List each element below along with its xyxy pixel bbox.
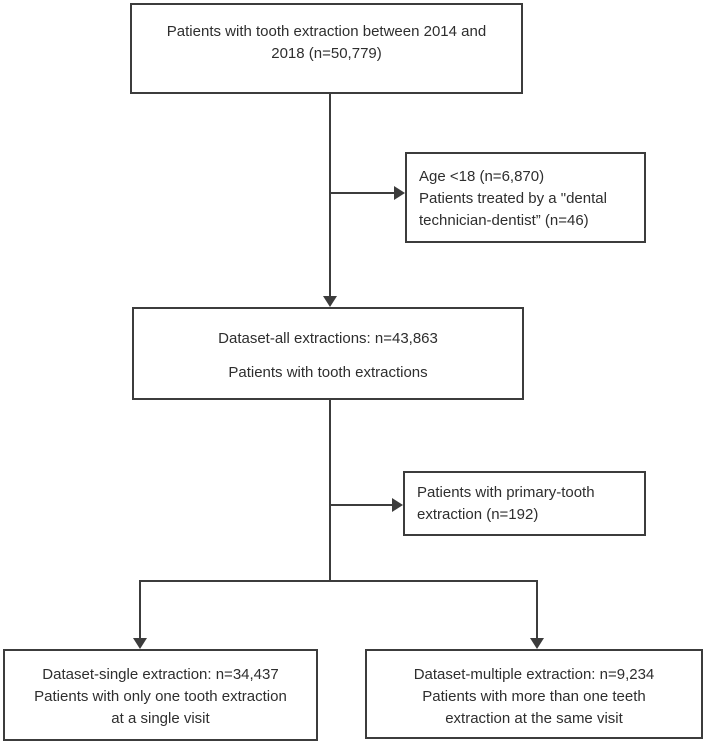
connector-main-bottom <box>329 400 331 582</box>
text-line: Patients treated by a "dental <box>419 190 607 207</box>
node-exclusion-age-technician: Age <18 (n=6,870) Patients treated by a … <box>405 152 646 243</box>
text-line: Age <18 (n=6,870) <box>419 168 545 185</box>
connector-exclusion-2 <box>330 504 393 506</box>
connector-split <box>139 580 538 582</box>
connector-main-top <box>329 94 331 298</box>
text-line: Patients with primary-tooth <box>417 484 595 501</box>
connector-exclusion-1 <box>330 192 395 194</box>
text-line: 2018 (n=50,779) <box>271 45 382 62</box>
text-line: Patients with only one tooth extraction <box>34 688 287 705</box>
connector-split-left <box>139 580 141 639</box>
text-line: Dataset-multiple extraction: n=9,234 <box>413 666 655 683</box>
node-multiple-extraction: Dataset-multiple extraction: n=9,234 Pat… <box>365 649 703 739</box>
text-line: extraction at the same visit <box>445 710 623 727</box>
text-line: Patients with more than one teeth <box>422 688 646 705</box>
text-line: at a single visit <box>111 710 210 727</box>
arrow-right-to-exclusion-2-icon <box>392 498 403 512</box>
arrow-right-to-exclusion-1-icon <box>394 186 405 200</box>
text-line: Dataset-single extraction: n=34,437 <box>42 666 279 683</box>
node-initial-cohort: Patients with tooth extraction between 2… <box>130 3 523 94</box>
arrow-down-to-all-extractions-icon <box>323 296 337 307</box>
text-line: Patients with tooth extraction between 2… <box>166 23 487 40</box>
text-line: Patients with tooth extractions <box>228 364 428 381</box>
node-exclusion-primary-tooth: Patients with primary-tooth extraction (… <box>403 471 646 536</box>
node-all-extractions: Dataset-all extractions: n=43,863 Patien… <box>132 307 524 400</box>
node-single-extraction: Dataset-single extraction: n=34,437 Pati… <box>3 649 318 741</box>
arrow-down-to-multiple-icon <box>530 638 544 649</box>
text-line: extraction (n=192) <box>417 506 539 523</box>
text-line: Dataset-all extractions: n=43,863 <box>218 330 438 347</box>
connector-split-right <box>536 580 538 639</box>
arrow-down-to-single-icon <box>133 638 147 649</box>
text-line: technician-dentist” (n=46) <box>419 212 589 229</box>
